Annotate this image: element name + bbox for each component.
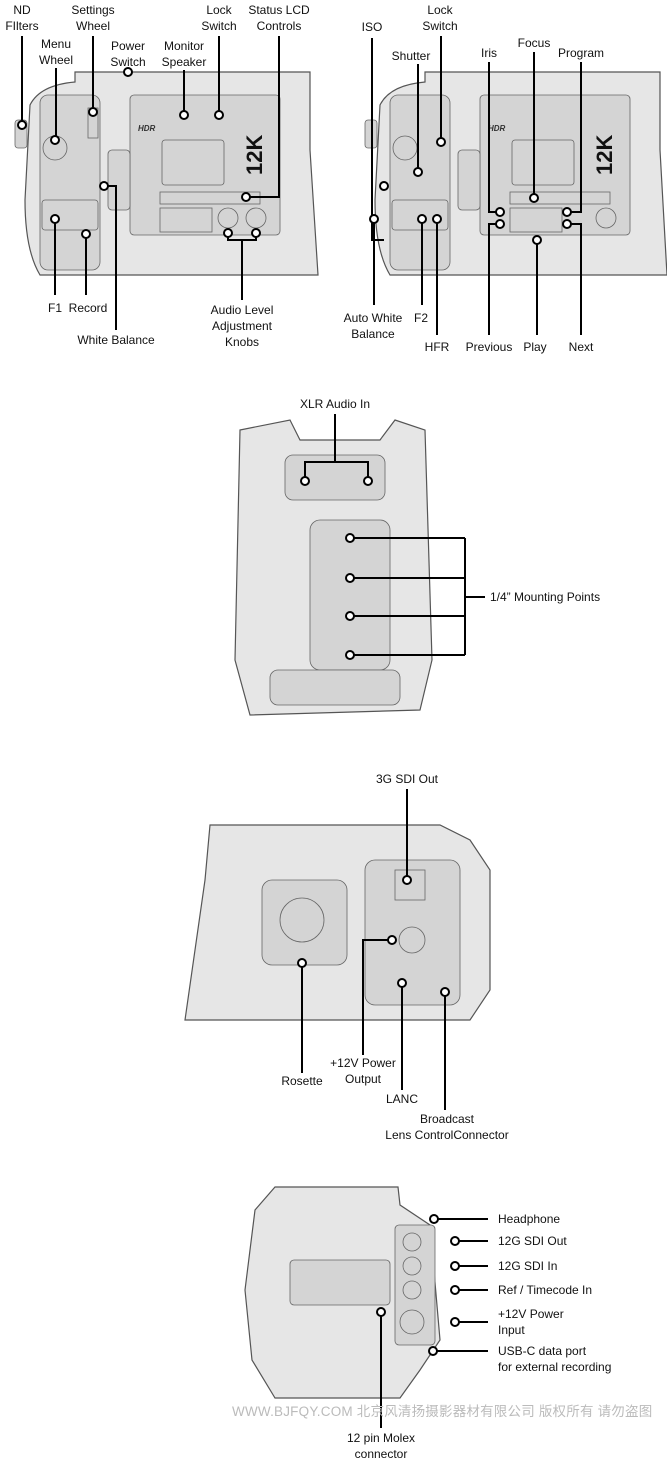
- label-headphone: Headphone: [498, 1212, 561, 1226]
- hdr-badge: HDR: [488, 124, 506, 133]
- label-play: Play: [523, 340, 547, 354]
- camera-front-left: 12K HDR: [14, 71, 319, 276]
- label-ref-timecode-in: Ref / Timecode In: [498, 1283, 593, 1297]
- camera-front-right: 12K HDR: [364, 71, 667, 276]
- callouts: [17, 36, 582, 1428]
- label-xlr-audio-in: XLR Audio In: [299, 397, 371, 411]
- camera-badge: 12K: [242, 135, 267, 175]
- label-f1: F1: [47, 301, 63, 315]
- label-program: Program: [557, 46, 605, 60]
- label-shutter: Shutter: [391, 49, 431, 63]
- label-3g-sdi-out: 3G SDI Out: [375, 772, 439, 786]
- camera-side: [184, 824, 491, 1021]
- label-previous: Previous: [465, 340, 513, 354]
- camera-bottom: [234, 419, 433, 716]
- label-iris: Iris: [481, 46, 497, 60]
- camera-rear: [244, 1186, 441, 1399]
- label-focus: Focus: [517, 36, 551, 50]
- label-white-balance: White Balance: [77, 333, 155, 347]
- callout-dots: [17, 67, 572, 1356]
- watermark: WWW.BJFQY.COM 北京风清扬摄影器材有限公司 版权所有 请勿盗图: [232, 1404, 653, 1419]
- label-f2: F2: [413, 311, 429, 325]
- label-lanc: LANC: [385, 1092, 419, 1106]
- label-mounting-points: 1/4” Mounting Points: [490, 590, 601, 604]
- hdr-badge: HDR: [138, 124, 156, 133]
- label-iso: ISO: [361, 20, 383, 34]
- camera-badge: 12K: [592, 135, 617, 175]
- label-rosette: Rosette: [281, 1074, 323, 1088]
- label-next: Next: [568, 340, 594, 354]
- label-12g-sdi-out: 12G SDI Out: [498, 1234, 567, 1248]
- label-record: Record: [68, 301, 108, 315]
- label-12g-sdi-in: 12G SDI In: [498, 1259, 558, 1273]
- label-hfr: HFR: [424, 340, 450, 354]
